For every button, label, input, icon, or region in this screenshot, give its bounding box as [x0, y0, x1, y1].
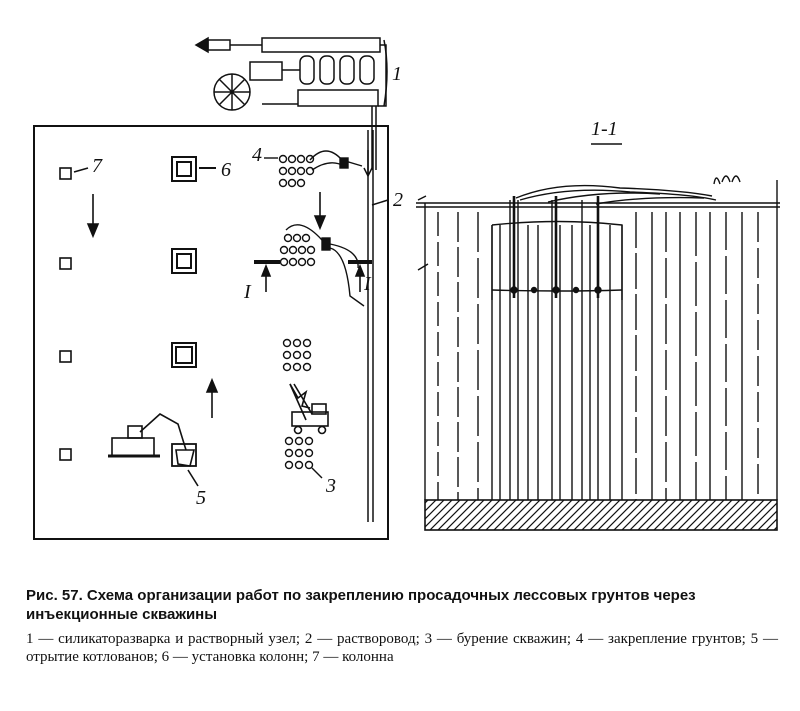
caption-title: Рис. 57. Схема организации работ по закр…	[26, 587, 696, 623]
label-drilling: 3	[325, 475, 336, 497]
section-marker-right	[348, 260, 372, 292]
mixing-unit-group	[194, 36, 388, 170]
column	[59, 448, 72, 461]
label-section-right: I	[363, 273, 372, 295]
label-consolidation: 4	[252, 144, 262, 166]
column	[59, 257, 72, 270]
bedrock-layer	[424, 499, 778, 531]
drill-rig-icon	[289, 383, 329, 435]
section-title: 1-1	[591, 118, 618, 140]
label-excavation: 5	[196, 487, 206, 509]
figure-caption: Рис. 57. Схема организации работ по закр…	[26, 586, 778, 666]
label-pipeline: 2	[393, 189, 403, 211]
figure-diagram: 1 2 7	[33, 36, 780, 540]
arrow-down-icon	[86, 194, 100, 239]
column-installation-row	[171, 156, 216, 368]
columns-row	[59, 167, 89, 461]
label-column: 7	[92, 155, 103, 177]
plan-boundary	[33, 125, 389, 540]
column	[59, 350, 72, 363]
label-section-left: I	[243, 281, 252, 303]
consolidation-group	[264, 150, 365, 307]
arrow-up-icon	[205, 377, 219, 418]
section-marker-left	[254, 260, 280, 292]
label-mixing-unit: 1	[392, 63, 402, 85]
ground-section	[416, 175, 780, 500]
arrow-down-icon	[313, 192, 327, 231]
column	[59, 167, 72, 180]
caption-legend: 1 — силикаторазварка и растворный узел; …	[26, 631, 778, 665]
drilling-group	[282, 338, 323, 479]
label-column-install: 6	[221, 159, 231, 181]
section-view: 1-1	[416, 118, 780, 531]
plan-view: 1 2 7	[33, 36, 403, 540]
excavator-icon	[108, 413, 199, 487]
arrow-left-icon	[194, 36, 209, 54]
pipeline	[363, 130, 389, 522]
